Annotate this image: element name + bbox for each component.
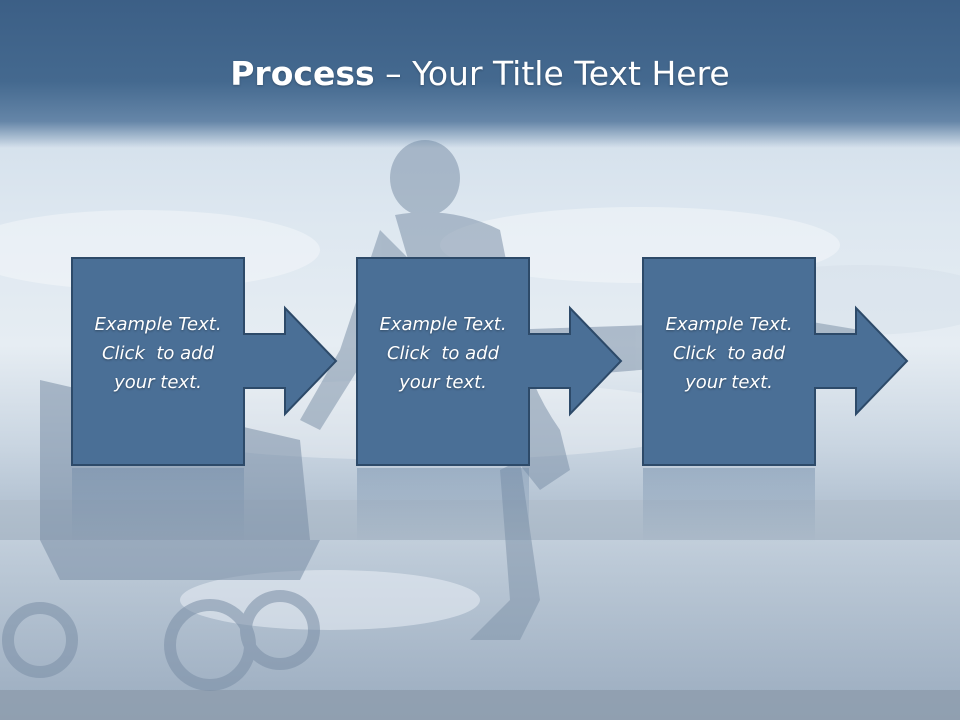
process-step-1[interactable] [71,257,338,466]
step-2-arrow [356,257,623,466]
step-3-text[interactable]: Example Text. Click to add your text. [643,310,815,397]
step-reflections [72,468,815,543]
process-step-3[interactable] [642,257,909,466]
step-1-line-2: Click to add [101,343,214,364]
step-1-arrow [71,257,338,466]
step-2-line-2: Click to add [386,343,499,364]
step-1-line-3: your text. [114,372,202,393]
step-3-line-1: Example Text. [665,314,793,335]
step-1-line-1: Example Text. [94,314,222,335]
step-1-text[interactable]: Example Text. Click to add your text. [72,310,244,397]
step-3-line-2: Click to add [672,343,785,364]
title-bold-part: Process [230,54,375,93]
step-2-text[interactable]: Example Text. Click to add your text. [357,310,529,397]
step-2-line-1: Example Text. [379,314,507,335]
step-2-line-3: your text. [399,372,487,393]
step-3-arrow [642,257,909,466]
title-band [0,0,960,148]
title-rest-part: – Your Title Text Here [374,54,730,93]
slide-title[interactable]: Process – Your Title Text Here [0,50,960,98]
process-step-2[interactable] [356,257,623,466]
step-3-line-3: your text. [685,372,773,393]
